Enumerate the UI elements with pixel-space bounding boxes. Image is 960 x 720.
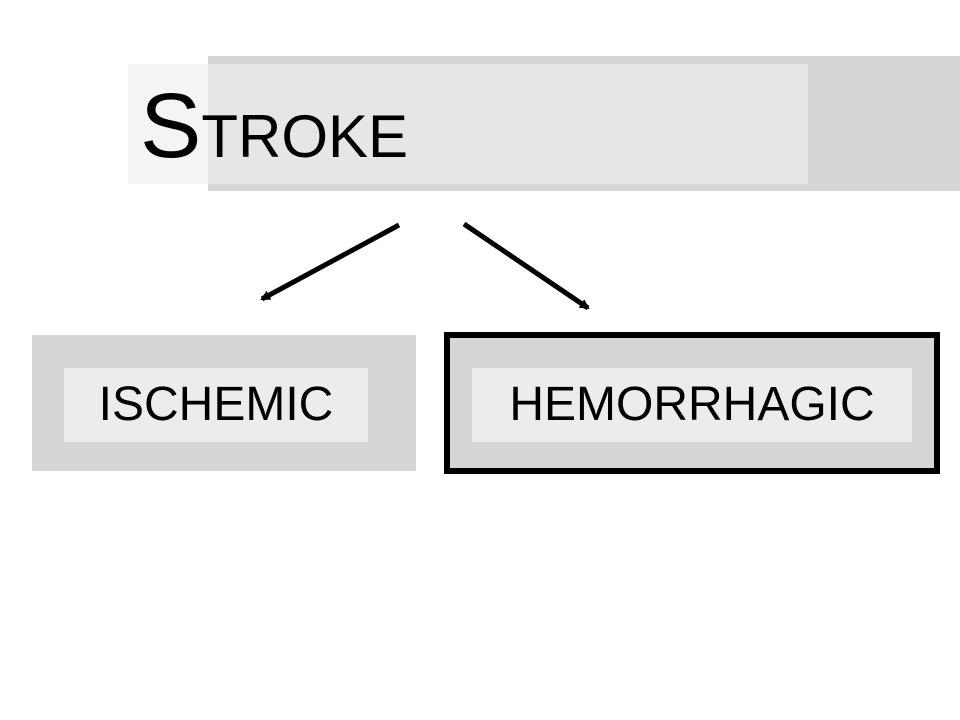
arrow-to-ischemic (260, 222, 401, 302)
ischemic-label-panel: ISCHEMIC (64, 368, 368, 442)
title-remaining-letters: TROKE (201, 103, 409, 170)
arrow-to-hemorrhagic (462, 221, 590, 311)
hemorrhagic-label: HEMORRHAGIC (509, 378, 875, 431)
ischemic-label: ISCHEMIC (98, 378, 334, 431)
title-accent-panel (128, 64, 208, 184)
hemorrhagic-label-panel: HEMORRHAGIC (472, 368, 912, 442)
page-title: S TROKE (140, 72, 408, 182)
title-initial-letter: S (140, 75, 202, 177)
title-front-panel (208, 64, 808, 184)
